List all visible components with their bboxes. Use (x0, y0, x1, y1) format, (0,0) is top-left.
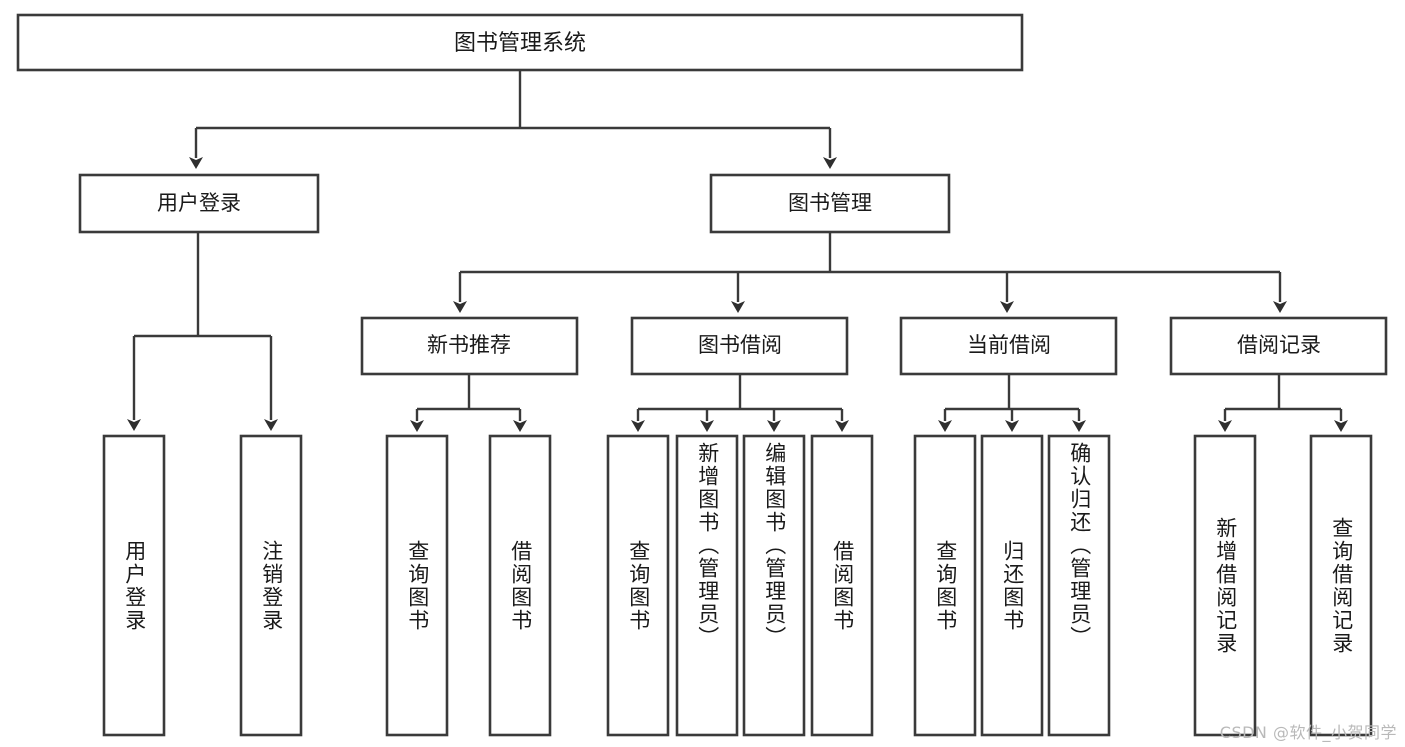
leaf-box-book-borrow-1[interactable] (606, 434, 670, 737)
connector-group-book-borrow-to-leaves (631, 374, 849, 432)
connector-group-current-borrow-to-leaves (938, 374, 1086, 432)
connector-group-user-login-to-leaves (127, 232, 278, 431)
leaf-group-book-borrow (606, 434, 874, 737)
node-book-management-label: 图书管理 (788, 191, 872, 215)
connector-group-new-book-recommend-to-leaves (410, 374, 527, 432)
leaf-box-current-borrow-3[interactable] (1047, 434, 1111, 737)
node-new-book-recommend[interactable]: 新书推荐 (360, 316, 579, 376)
node-book-management-box[interactable] (709, 173, 951, 234)
node-current-borrow[interactable]: 当前借阅 (899, 316, 1118, 376)
leaf-box-current-borrow-2[interactable] (980, 434, 1044, 737)
node-user-login[interactable]: 用户登录 (78, 173, 320, 234)
node-user-login-box[interactable] (78, 173, 320, 234)
connector-group-root-to-level2 (189, 70, 837, 169)
leaf-group-borrow-record (1193, 434, 1373, 737)
leaf-box-user-login-2[interactable] (239, 434, 303, 737)
node-new-book-recommend-label: 新书推荐 (427, 333, 511, 357)
node-new-book-recommend-box[interactable] (360, 316, 579, 376)
leaf-box-borrow-record-1[interactable] (1193, 434, 1257, 737)
node-root-box[interactable] (16, 13, 1024, 72)
node-root[interactable]: 图书管理系统 (16, 13, 1024, 72)
leaf-box-new-book-2[interactable] (488, 434, 552, 737)
leaf-box-borrow-record-2[interactable] (1309, 434, 1373, 737)
leaf-group-new-book-recommend (385, 434, 552, 737)
node-book-borrow-box[interactable] (630, 316, 849, 376)
node-borrow-record-label: 借阅记录 (1237, 333, 1321, 357)
leaf-box-book-borrow-3[interactable] (742, 434, 806, 737)
node-borrow-record-box[interactable] (1169, 316, 1388, 376)
node-user-login-label: 用户登录 (157, 191, 241, 215)
leaf-box-book-borrow-4[interactable] (810, 434, 874, 737)
leaf-group-user-login (102, 434, 303, 737)
node-book-borrow-label: 图书借阅 (698, 333, 782, 357)
connector-group-book-mgmt-to-level3 (453, 232, 1287, 313)
leaf-group-current-borrow (913, 434, 1111, 737)
node-root-label: 图书管理系统 (454, 31, 586, 56)
node-current-borrow-box[interactable] (899, 316, 1118, 376)
leaf-box-new-book-1[interactable] (385, 434, 449, 737)
node-book-management[interactable]: 图书管理 (709, 173, 951, 234)
node-borrow-record[interactable]: 借阅记录 (1169, 316, 1388, 376)
connector-group-borrow-record-to-leaves (1218, 374, 1348, 432)
leaf-box-current-borrow-1[interactable] (913, 434, 977, 737)
csdn-watermark: CSDN @软件_小贺同学 (1219, 723, 1397, 742)
leaf-box-book-borrow-2[interactable] (675, 434, 739, 737)
leaf-box-user-login-1[interactable] (102, 434, 166, 737)
node-current-borrow-label: 当前借阅 (967, 333, 1051, 357)
node-book-borrow[interactable]: 图书借阅 (630, 316, 849, 376)
